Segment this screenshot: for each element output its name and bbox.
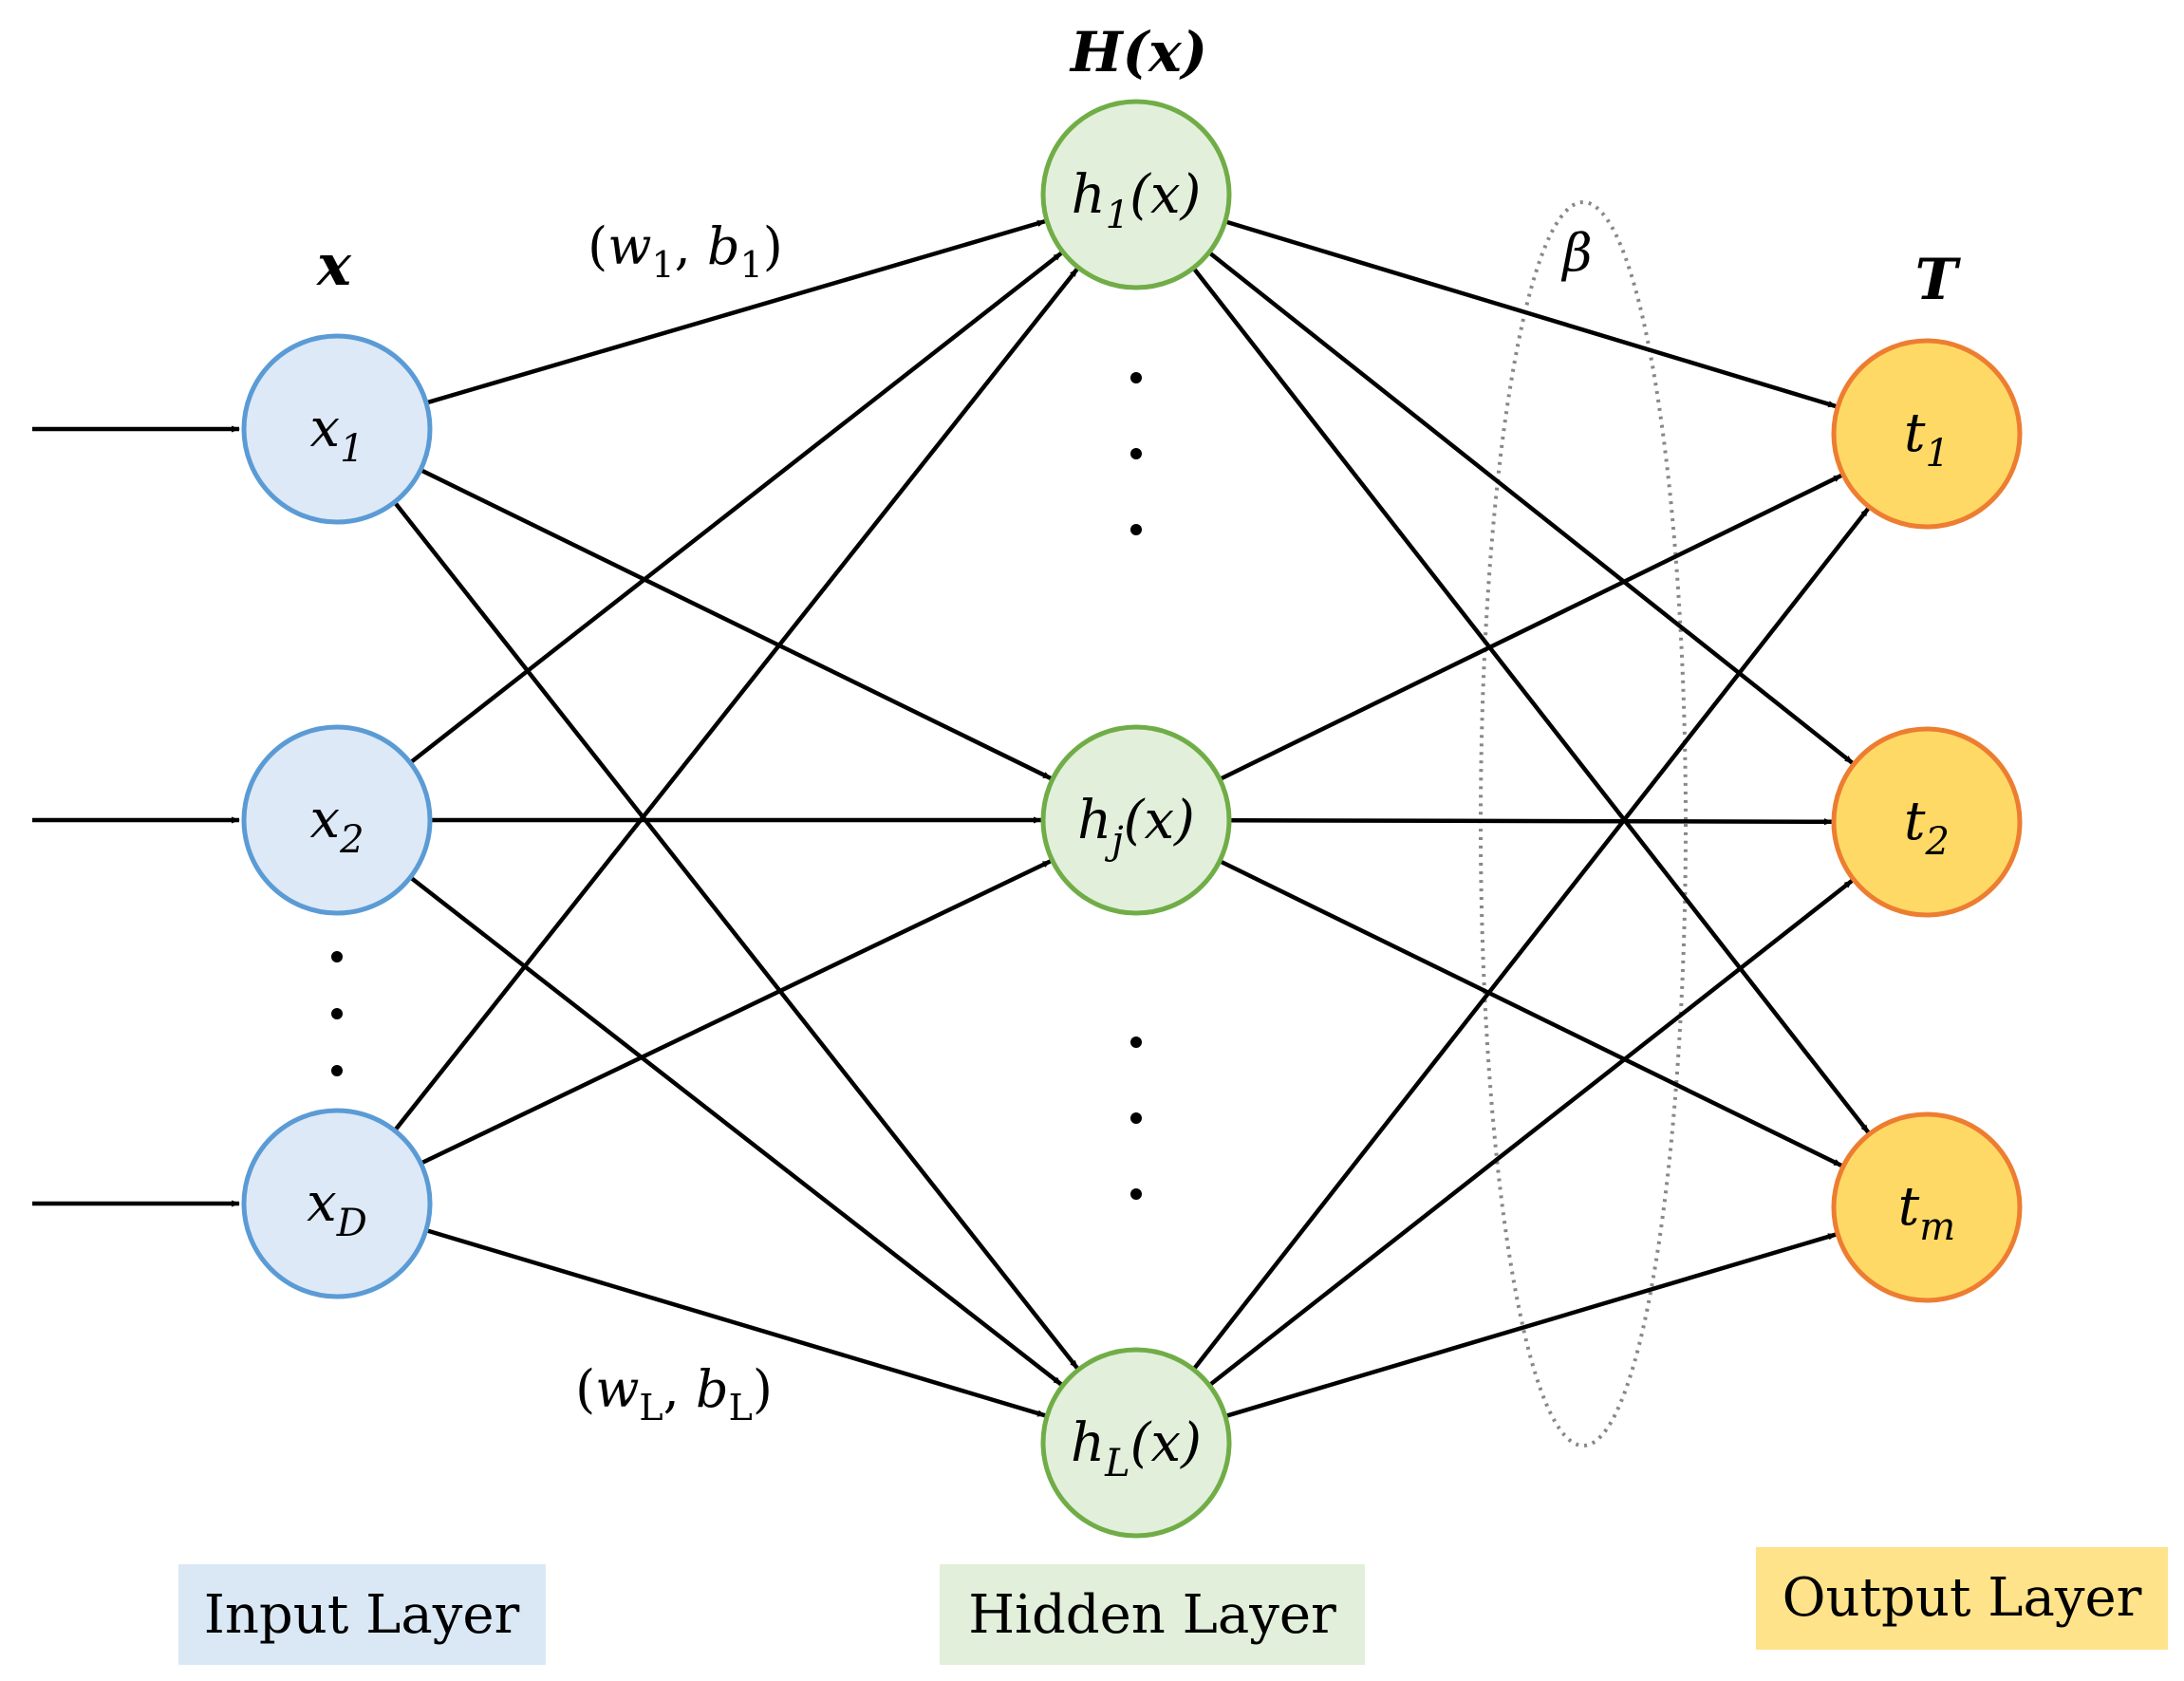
svg-text:t2: t2	[1904, 791, 1950, 864]
edge-hidden-0-output-2	[1191, 266, 1871, 1134]
edge-hidden-1-output-1	[1228, 817, 1833, 826]
edge-hidden-0-output-0	[1224, 219, 1838, 409]
connection-edges	[392, 218, 1871, 1419]
output-node-1: t1	[1831, 338, 2023, 530]
edge-input-0-hidden-0	[425, 218, 1046, 405]
input-node-2: x2	[241, 724, 433, 916]
edge-input-2-hidden-2	[425, 1227, 1047, 1418]
svg-text:hj(x): hj(x)	[1077, 790, 1195, 863]
edge-hidden-0-output-1	[1207, 251, 1855, 765]
edge-hidden-2-output-2	[1224, 1232, 1838, 1419]
svg-text:x2: x2	[309, 789, 364, 862]
edge-input-1-hidden-0	[408, 251, 1063, 765]
hidden-dots-upper	[1130, 372, 1142, 383]
edge-hidden-1-output-2	[1219, 859, 1843, 1168]
svg-text:tm: tm	[1898, 1176, 1955, 1249]
svg-text:xD: xD	[307, 1172, 367, 1245]
beta-weights-ellipse	[1479, 200, 1688, 1448]
hidden-node-l: hL(x)	[1040, 1347, 1232, 1539]
input-node-d: xD	[241, 1108, 433, 1299]
input-dots	[331, 951, 343, 962]
input-layer-header: x	[315, 233, 352, 299]
svg-text:Input Layer: Input Layer	[204, 1584, 520, 1646]
output-layer-label: Output Layer	[1756, 1547, 2168, 1650]
svg-text:x1: x1	[309, 398, 364, 471]
input-node-1: x1	[241, 333, 433, 525]
ellipsis-dots	[331, 372, 1142, 1200]
hidden-node-1: h1(x)	[1040, 99, 1232, 290]
hidden-layer-header: H(x)	[1069, 20, 1207, 84]
input-layer-label: Input Layer	[178, 1564, 546, 1665]
edge-input-0-hidden-2	[392, 500, 1079, 1370]
svg-text:hL(x): hL(x)	[1071, 1412, 1202, 1485]
input-arrows	[32, 425, 240, 1207]
hidden-layer-label: Hidden Layer	[940, 1564, 1365, 1665]
svg-text:h1(x): h1(x)	[1072, 164, 1202, 237]
edge-input-2-hidden-1	[420, 859, 1052, 1166]
beta-label: β	[1560, 223, 1592, 283]
hidden-dots-lower	[1130, 1037, 1142, 1048]
output-node-m: tm	[1831, 1111, 2023, 1303]
edge-input-2-hidden-0	[393, 267, 1079, 1132]
svg-text:t1: t1	[1904, 402, 1950, 476]
hidden-node-j: hj(x)	[1040, 724, 1232, 916]
edge-hidden-2-output-1	[1207, 878, 1854, 1388]
edge-hidden-2-output-0	[1191, 507, 1871, 1372]
svg-text:Output Layer: Output Layer	[1783, 1567, 2142, 1629]
edge-hidden-1-output-0	[1219, 473, 1843, 781]
output-layer-header: T	[1915, 247, 1962, 313]
svg-text:Hidden Layer: Hidden Layer	[968, 1584, 1336, 1646]
edge-label-top: (w1, b1)	[588, 216, 783, 286]
output-node-2: t2	[1831, 726, 2023, 918]
edge-input-1-hidden-2	[408, 875, 1063, 1387]
edge-input-0-hidden-1	[420, 468, 1053, 781]
edge-label-bottom: (wL, bL)	[575, 1359, 773, 1429]
